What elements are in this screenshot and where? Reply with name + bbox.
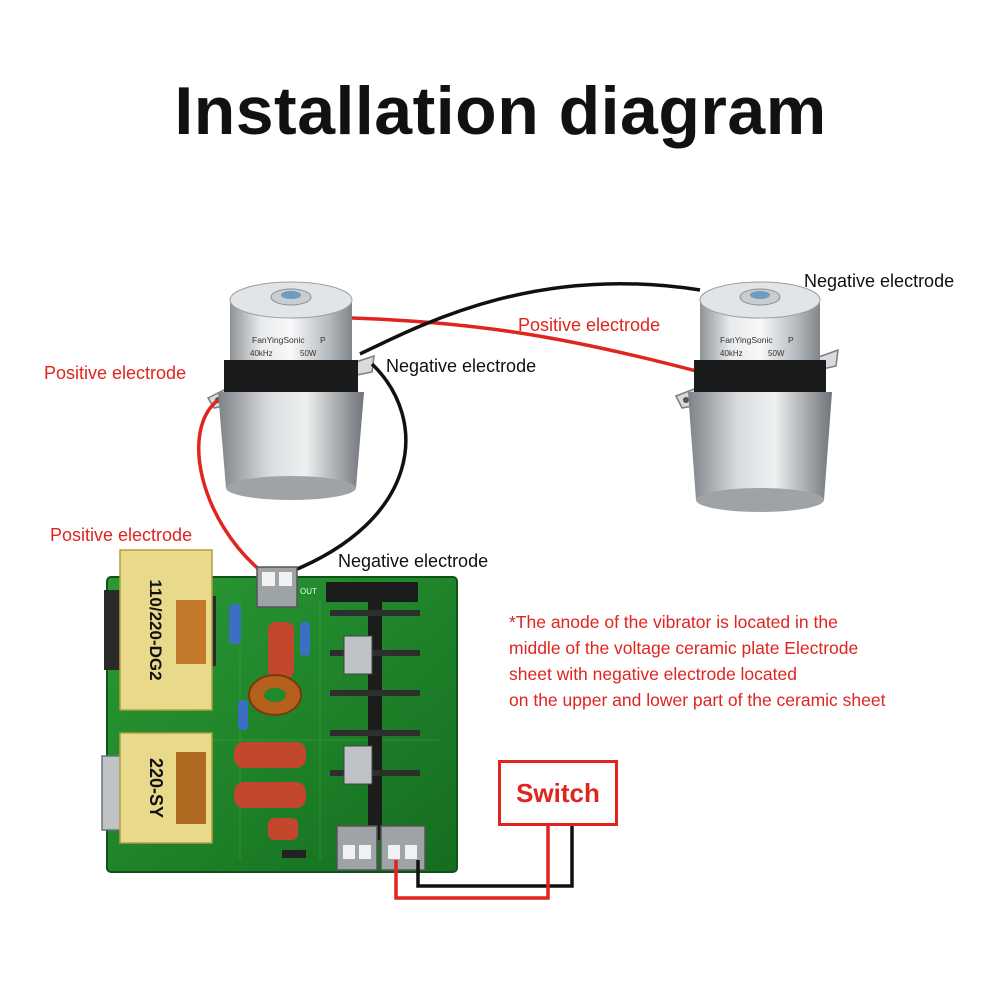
transducer-right-frequency: 40kHz xyxy=(720,349,743,358)
positive-wire-between-transducers xyxy=(351,316,701,374)
label-positive-electrode-board: Positive electrode xyxy=(50,525,193,545)
transducer-right: FanYingSonic P 40kHz 50W xyxy=(674,281,839,512)
label-positive-electrode-right: Positive electrode xyxy=(518,315,661,335)
switch-wire-black xyxy=(416,826,574,888)
transducer-right-brand: FanYingSonic xyxy=(720,335,773,345)
transducer-left-brand: FanYingSonic xyxy=(252,335,305,345)
positive-wire-to-board xyxy=(196,398,264,574)
page-title: Installation diagram xyxy=(174,73,827,149)
transducer-left: FanYingSonic P 40kHz 50W xyxy=(206,281,375,500)
note-line-3: sheet with negative electrode located xyxy=(509,664,797,684)
switch-box: Switch xyxy=(498,760,618,826)
transducer-left-mark: P xyxy=(320,335,326,345)
driver-circuit-board: 110/220-DG2 220-SY OUT xyxy=(101,549,458,873)
note-line-4: on the upper and lower part of the ceram… xyxy=(509,690,886,710)
note-line-2: middle of the voltage ceramic plate Elec… xyxy=(509,638,859,658)
transformer-1: 110/220-DG2 xyxy=(104,549,216,711)
heat-sink xyxy=(326,582,420,840)
label-negative-electrode-board: Negative electrode xyxy=(338,551,489,571)
input-connector-right xyxy=(380,825,426,871)
switch-wire-red xyxy=(394,826,550,900)
input-connector-left xyxy=(336,825,378,871)
transducer-right-mark: P xyxy=(788,335,794,345)
out-connector-label: OUT xyxy=(300,587,317,596)
electrode-note: *The anode of the vibrator is located in… xyxy=(509,609,989,713)
transducer-left-frequency: 40kHz xyxy=(250,349,273,358)
label-positive-electrode-left: Positive electrode xyxy=(44,363,187,383)
negative-wire-between-transducers xyxy=(359,282,701,356)
transformer-1-label: 110/220-DG2 xyxy=(146,579,165,680)
transformer-2: 220-SY xyxy=(101,732,213,844)
transformer-2-label: 220-SY xyxy=(146,758,166,818)
label-negative-electrode-right: Negative electrode xyxy=(804,271,955,291)
transducer-left-power: 50W xyxy=(300,349,317,358)
label-negative-electrode-left: Negative electrode xyxy=(386,356,537,376)
negative-wire-to-board xyxy=(289,362,408,574)
transducer-right-power: 50W xyxy=(768,349,785,358)
note-line-1: *The anode of the vibrator is located in… xyxy=(509,612,838,632)
out-connector: OUT xyxy=(256,566,317,608)
switch-label: Switch xyxy=(516,777,600,808)
